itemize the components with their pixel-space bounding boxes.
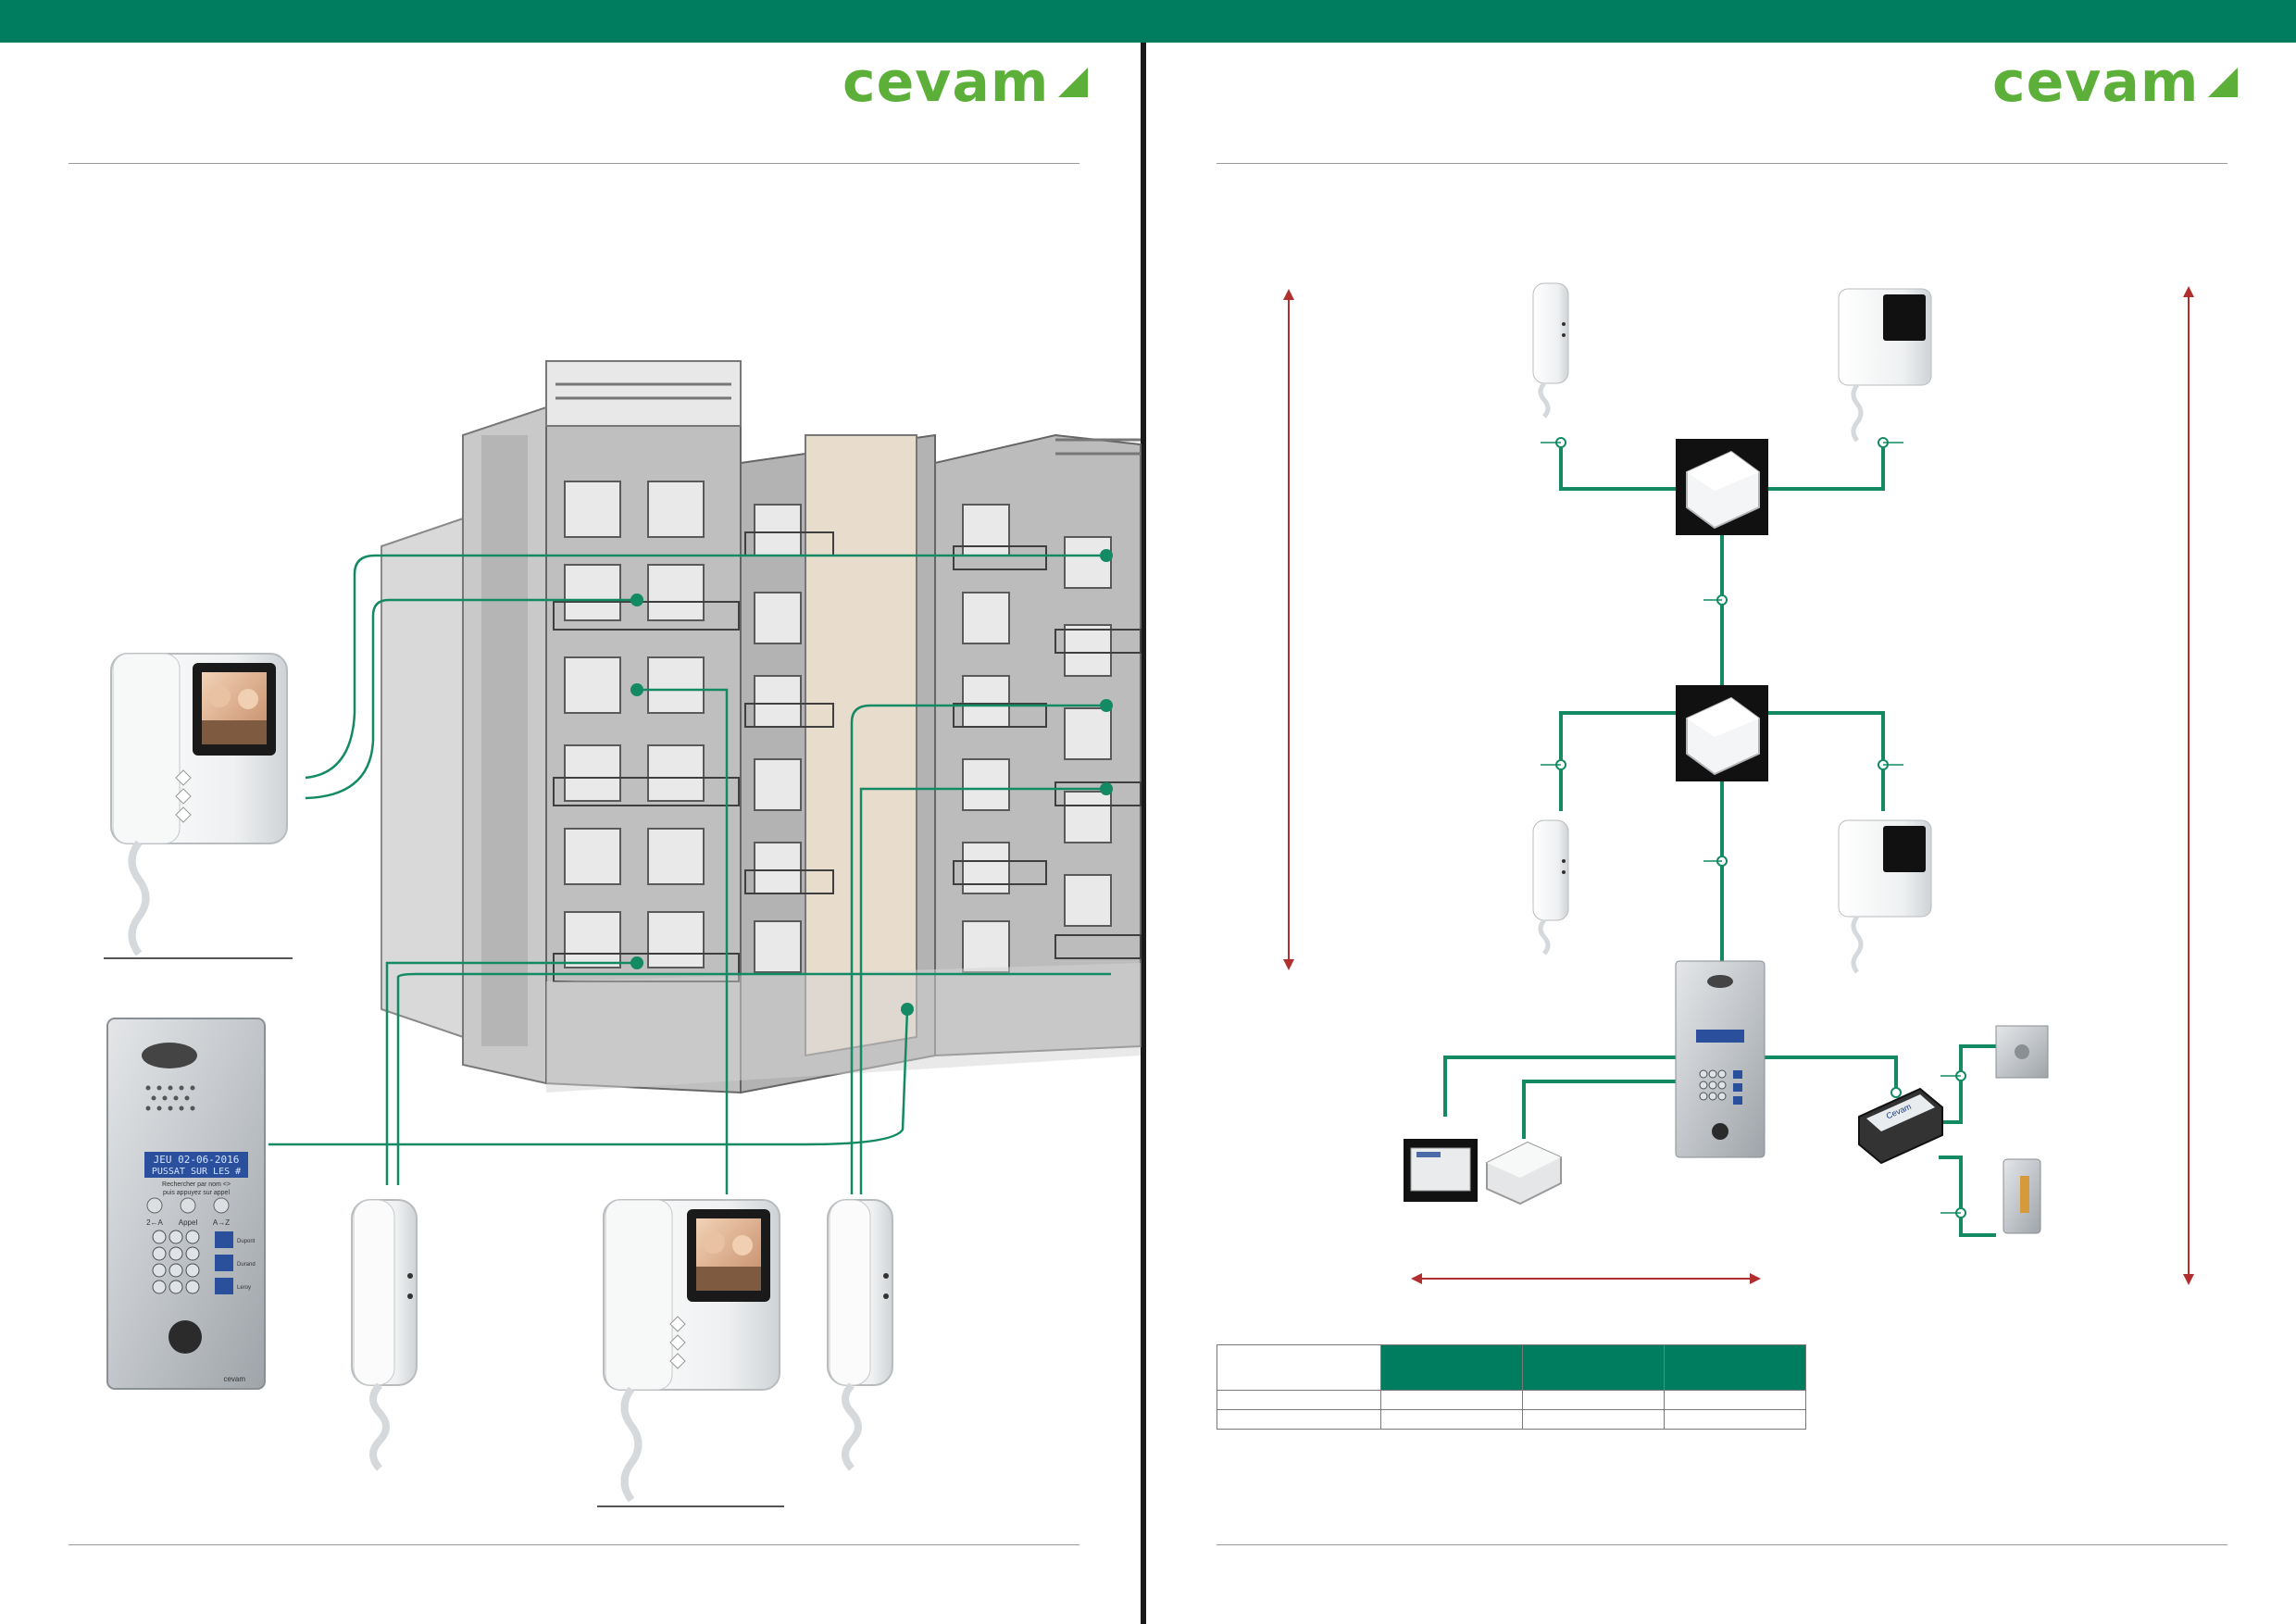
footer-rule-right <box>1217 1544 2227 1545</box>
table-header-cell <box>1522 1344 1665 1391</box>
table-corner-cell <box>1217 1344 1381 1391</box>
table-cell <box>1664 1390 1806 1410</box>
label-right: A→Z <box>213 1218 230 1227</box>
specification-table <box>1217 1344 1806 1430</box>
page-divider <box>1141 43 1146 1624</box>
panel-footer-brand: cevam <box>223 1375 245 1383</box>
cevam-triangle-icon <box>2208 68 2239 97</box>
panel-display <box>144 1152 248 1178</box>
brand-logo-text: cevam <box>842 50 1050 115</box>
schematic-handset-bottom <box>1532 819 1569 956</box>
schematic-taps <box>1541 442 1961 1214</box>
power-supply-black <box>1404 1139 1478 1202</box>
table-cell <box>1217 1390 1381 1410</box>
display-line-3: Rechercher par nom <> <box>162 1181 231 1188</box>
table-cell <box>1380 1390 1523 1410</box>
audio-handset-2 <box>827 1199 893 1471</box>
cevam-triangle-icon <box>1058 68 1089 97</box>
electric-strike-lock <box>2003 1158 2041 1234</box>
keypad-icon <box>152 1230 200 1294</box>
left-junction-dots <box>630 549 1113 1016</box>
video-monitor-bottom <box>603 1199 780 1503</box>
schematic-door-panel <box>1675 960 1766 1158</box>
video-monitor-large <box>110 653 288 956</box>
table-cell <box>1664 1409 1806 1430</box>
header-rule-left <box>69 163 1079 164</box>
header-rule-right <box>1217 163 2227 164</box>
display-line-2: PUSSAT SUR LES # <box>152 1167 241 1177</box>
speaker-grille-icon <box>145 1085 195 1111</box>
monitor-underline <box>597 1505 784 1507</box>
schematic-handset-top <box>1532 282 1569 418</box>
brand-logo-left: cevam <box>842 50 1089 115</box>
name-tag-3: Leroy <box>237 1285 251 1291</box>
audio-handset-1 <box>351 1199 418 1471</box>
table-header-cell <box>1664 1344 1806 1391</box>
footer-rule-left <box>69 1544 1079 1545</box>
name-tag-1: Dupont <box>237 1239 256 1244</box>
label-left: 2←A <box>146 1218 163 1227</box>
table-row <box>1217 1409 1806 1430</box>
table-cell <box>1380 1409 1523 1430</box>
power-supply-din <box>1486 1141 1562 1206</box>
schematic-monitor-bottom <box>1838 819 1932 974</box>
monitor-underline <box>104 957 293 959</box>
top-brand-bar <box>0 0 2296 43</box>
brand-logo-text: cevam <box>1992 50 2200 115</box>
entrance-door-panel: JEU 02-06-2016 PUSSAT SUR LES # Recherch… <box>106 1018 266 1390</box>
camera-icon <box>142 1043 197 1068</box>
display-line-4: puis appuyez sur appel <box>163 1190 230 1196</box>
label-mid: Appel <box>179 1218 198 1227</box>
reader-icon <box>168 1320 202 1354</box>
table-row <box>1217 1390 1806 1410</box>
table-header-cell <box>1380 1344 1523 1391</box>
building-illustration <box>381 360 1142 1094</box>
distribution-controller-bottom <box>1676 685 1768 781</box>
distribution-controller-top <box>1676 439 1768 535</box>
name-tag-2: Durand <box>237 1262 256 1268</box>
table-cell <box>1522 1409 1665 1430</box>
left-wiring <box>268 554 1111 1194</box>
table-cell <box>1217 1409 1381 1430</box>
table-cell <box>1522 1390 1665 1410</box>
display-line-1: JEU 02-06-2016 <box>154 1154 240 1166</box>
brand-logo-right: cevam <box>1992 50 2239 115</box>
table-header-row <box>1217 1344 1806 1391</box>
access-control-module: Cevam <box>1858 1087 1943 1165</box>
lock-release-button <box>1995 1025 2049 1079</box>
schematic-monitor-top <box>1838 288 1932 443</box>
